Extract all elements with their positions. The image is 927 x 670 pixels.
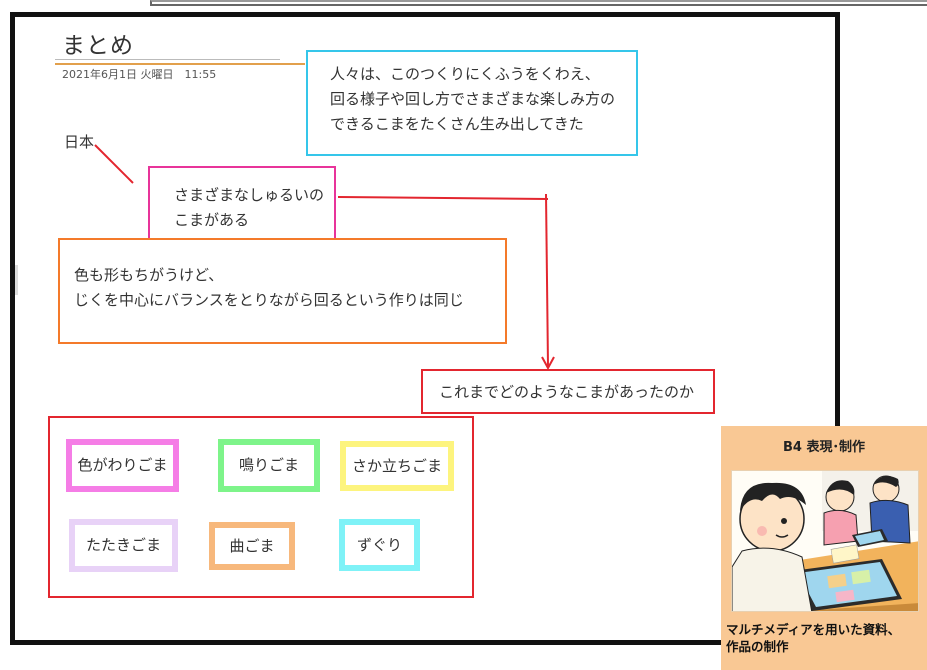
note-line: 人々は、このつくりにくふうをくわえ、: [330, 65, 600, 83]
note-box-structure[interactable]: 色も形もちがうけど、 じくを中心にバランスをとりながら回るという作りは同じ: [58, 238, 507, 344]
classroom-illustration: [731, 470, 919, 612]
note-box-summary[interactable]: 人々は、このつくりにくふうをくわえ、 回る様子や回し方でさまざまな楽しみ方の で…: [306, 50, 638, 156]
title-underline: [55, 59, 280, 60]
note-line: 色も形もちがうけど、: [74, 266, 224, 284]
note-line: じくを中心にバランスをとりながら回るという作りは同じ: [74, 291, 464, 309]
page-date: 2021年6月1日 火曜日 11:55: [62, 68, 217, 81]
koma-label[interactable]: 色がわりごま: [66, 439, 179, 492]
note-box-question[interactable]: これまでどのようなこまがあったのか: [421, 369, 715, 414]
arrow-head: [541, 356, 555, 371]
page-title[interactable]: まとめ: [62, 33, 134, 59]
connector-line-nihon: [94, 144, 134, 184]
note-line: さまざまなしゅるいの: [174, 186, 325, 204]
connector-line-variety: [337, 196, 549, 200]
connector-line-down: [545, 193, 549, 367]
card-caption-line: 作品の制作: [726, 639, 789, 654]
koma-label[interactable]: さか立ちごま: [340, 441, 454, 491]
note-line: これまでどのようなこまがあったのか: [439, 383, 695, 401]
koma-label[interactable]: ずぐり: [339, 519, 420, 571]
title-accent-line: [55, 63, 305, 65]
koma-label[interactable]: 鳴りごま: [218, 439, 320, 492]
card-title: B4 表現･制作: [783, 440, 865, 455]
card-caption: マルチメディアを用いた資料、 作品の制作: [726, 621, 926, 655]
koma-label[interactable]: 曲ごま: [209, 522, 295, 570]
koma-label[interactable]: たたきごま: [69, 519, 178, 572]
note-line: できるこまをたくさん生み出してきた: [330, 115, 584, 133]
window-top-edge: [150, 0, 927, 6]
note-text-nihon[interactable]: 日本: [64, 133, 95, 151]
card-caption-line: マルチメディアを用いた資料、: [726, 622, 901, 637]
note-line: こまがある: [174, 211, 250, 229]
note-line: 回る様子や回し方でさまざまな楽しみ方の: [330, 90, 616, 108]
scroll-marker: [15, 265, 18, 295]
